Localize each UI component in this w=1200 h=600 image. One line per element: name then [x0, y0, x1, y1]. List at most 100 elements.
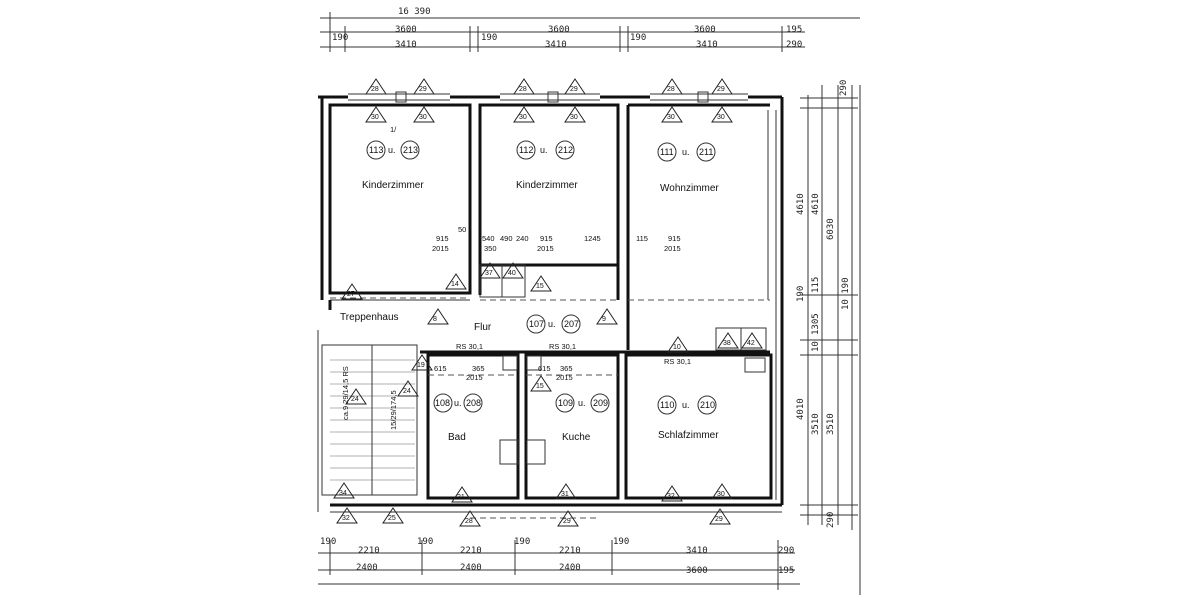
- triangle-label: 10: [673, 344, 681, 351]
- triangle-shape: [661, 485, 683, 502]
- room-1-num2: 213: [403, 145, 418, 155]
- dim-top-2: 3600: [548, 25, 570, 35]
- triangle-label: 8: [433, 316, 437, 323]
- triangle-marker: 29: [564, 78, 586, 95]
- triangle-shape: [667, 336, 689, 353]
- triangle-shape: [661, 106, 683, 123]
- triangle-marker: 32: [336, 507, 358, 524]
- room-2-name: Kinderzimmer: [516, 180, 578, 191]
- triangle-shape: [397, 380, 419, 397]
- opening-label-16: 615: [538, 364, 551, 373]
- opening-label-15: 2015: [466, 373, 483, 382]
- triangle-label: 28: [371, 86, 379, 93]
- dim-top-3: 3600: [694, 25, 716, 35]
- opening-label-0: 915: [436, 234, 449, 243]
- triangle-marker: 30: [513, 106, 535, 123]
- opening-label-19: RS 30,1: [456, 342, 483, 351]
- dim-bottom-6: 190: [613, 537, 629, 547]
- triangle-shape: [661, 78, 683, 95]
- triangle-shape: [717, 332, 739, 349]
- opening-label-5: 915: [540, 234, 553, 243]
- triangle-label: 31: [561, 491, 569, 498]
- room-kuche-sep: u.: [578, 398, 586, 408]
- triangle-shape: [341, 283, 363, 300]
- room-flur-name: Flur: [474, 322, 492, 333]
- dim-top-5: 190: [332, 33, 348, 43]
- triangle-label: 30: [570, 114, 578, 121]
- opening-label-2: 540: [482, 234, 495, 243]
- dim-top-6: 190: [481, 33, 497, 43]
- dim-bottom-10: 2400: [460, 563, 482, 573]
- dim-top-total: 16 390: [398, 7, 431, 17]
- triangle-shape: [333, 482, 355, 499]
- opening-label-1: 2015: [432, 244, 449, 253]
- triangle-label: 28: [667, 86, 675, 93]
- dim-top-9: 3410: [545, 40, 567, 50]
- triangle-marker: 38: [717, 332, 739, 349]
- triangle-marker: 21: [451, 486, 473, 503]
- room-1-sep: u.: [388, 145, 396, 155]
- triangle-label: 29: [717, 86, 725, 93]
- triangle-label: 37: [485, 270, 493, 277]
- opening-label-17: 365: [560, 364, 573, 373]
- room-2-num2: 212: [558, 145, 573, 155]
- room-bad-num2: 208: [466, 398, 481, 408]
- room-kuche: 109 u. 209 Kuche: [555, 393, 610, 443]
- triangle-marker: 14: [445, 273, 467, 290]
- dim-bottom-1: 2210: [358, 546, 380, 556]
- triangle-label: 29: [570, 86, 578, 93]
- room-flur-num2: 207: [564, 319, 579, 329]
- opening-label-7: 1245: [584, 234, 601, 243]
- triangle-shape: [413, 106, 435, 123]
- dim-bottom-3: 2210: [460, 546, 482, 556]
- opening-labels: 915 2015 540 490 240 915 2015 1245 350 9…: [390, 125, 691, 382]
- opening-label-22: 1/: [390, 125, 397, 134]
- room-flur: Flur 107 u. 207: [474, 314, 581, 334]
- room-labels: 113 u. 213 Kinderzimmer 112 u. 212 Kinde…: [340, 140, 719, 443]
- triangle-label: 32: [667, 493, 675, 500]
- opening-label-8: 350: [484, 244, 497, 253]
- opening-label-4: 240: [516, 234, 529, 243]
- dim-top-4: 195: [786, 25, 802, 35]
- triangle-marker: 30: [711, 483, 733, 500]
- room-1-name: Kinderzimmer: [362, 180, 424, 191]
- triangle-label: 38: [723, 340, 731, 347]
- triangle-label: 29: [419, 86, 427, 93]
- triangle-marker: 25: [382, 507, 404, 524]
- triangle-marker: 29: [413, 78, 435, 95]
- dim-right-7: 1305: [811, 313, 821, 335]
- stairwell-stairs: ca.9 29/14,5 RS 15/29/174,5: [321, 344, 418, 496]
- opening-label-21: RS 30,1: [664, 357, 691, 366]
- dim-top-8: 3410: [395, 40, 417, 50]
- room-bad-name: Bad: [448, 432, 466, 443]
- room-3-sep: u.: [682, 147, 690, 157]
- triangle-shape: [365, 106, 387, 123]
- triangle-label: 29: [563, 518, 571, 525]
- triangle-marker: 30: [711, 106, 733, 123]
- triangle-shape: [345, 388, 367, 405]
- triangle-marker: 31: [555, 483, 577, 500]
- triangle-label: 30: [371, 114, 379, 121]
- room-schlaf-num1: 110: [660, 400, 674, 410]
- dim-top-11: 290: [786, 40, 802, 50]
- triangle-marker: 29: [709, 508, 731, 525]
- triangle-label: 30: [667, 114, 675, 121]
- stairs-label-1: ca.9 29/14,5 RS: [341, 366, 350, 420]
- triangle-label: 28: [465, 518, 473, 525]
- triangle-label: 34: [339, 490, 347, 497]
- room-kinderzimmer-2: 112 u. 212 Kinderzimmer: [516, 140, 578, 191]
- triangle-label: 24: [403, 388, 411, 395]
- triangle-label: 30: [717, 114, 725, 121]
- triangle-shape: [502, 262, 524, 279]
- room-bad-sep: u.: [454, 398, 462, 408]
- room-kuche-num1: 109: [558, 398, 573, 408]
- opening-label-11: 115: [636, 234, 648, 243]
- dim-bottom-7: 3410: [686, 546, 708, 556]
- triangle-label: 25: [388, 515, 396, 522]
- triangle-marker: 9: [596, 308, 618, 325]
- dim-right-4: 10 190: [841, 277, 851, 310]
- room-1-num1: 113: [369, 145, 383, 155]
- triangle-shape: [427, 308, 449, 325]
